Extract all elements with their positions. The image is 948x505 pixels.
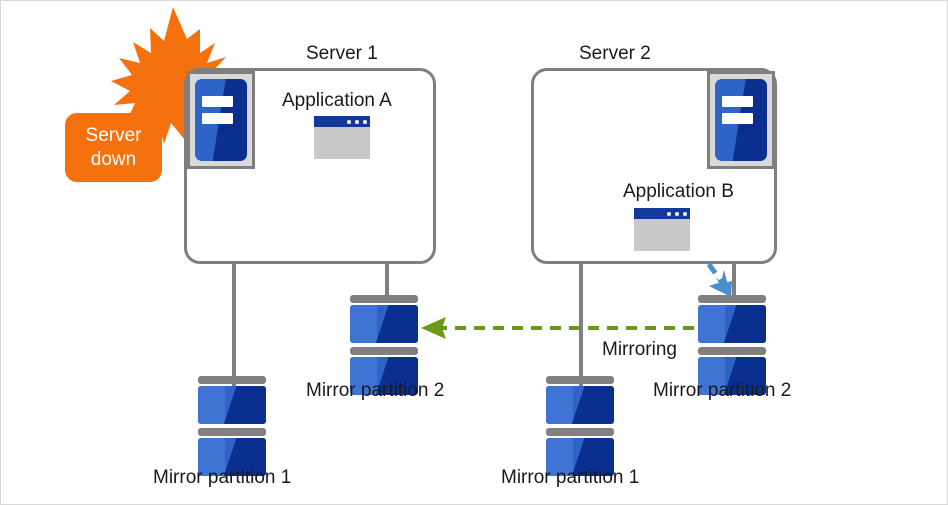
server-2-link-to-partition-1 [579,262,583,387]
server-down-badge: Server down [65,113,162,182]
server-1-tower-icon [187,71,255,169]
server-2-link-to-partition-2 [732,262,736,298]
server-2-title: Server 2 [579,43,651,64]
server-down-line-1: Server [85,124,142,146]
server-2-tower-icon [707,71,775,169]
server-1-mirror-partition-2-icon [350,295,418,399]
server-2-mirror-partition-1-icon [546,376,614,480]
application-b-label: Application B [623,181,734,202]
mirroring-label: Mirroring [602,339,677,360]
server-1-mirror-partition-1-icon [198,376,266,480]
server-2-mirror-partition-2-icon [698,295,766,399]
server-1-link-to-partition-2 [385,262,389,298]
server-1-link-to-partition-1 [232,262,236,387]
server-down-line-2: down [90,148,137,170]
server-1-mirror-partition-2-label: Mirror partition 2 [306,380,445,401]
server-2-mirror-partition-2-label: Mirror partition 2 [653,380,792,401]
server-2-mirror-partition-1-label: Mirror partition 1 [501,467,640,488]
server-1-mirror-partition-1-label: Mirror partition 1 [153,467,292,488]
application-a-window-icon [314,116,370,159]
server-1-title: Server 1 [306,43,378,64]
mirroring-arrow-icon [421,317,713,339]
application-b-window-icon [634,208,690,251]
application-a-label: Application A [282,90,392,111]
